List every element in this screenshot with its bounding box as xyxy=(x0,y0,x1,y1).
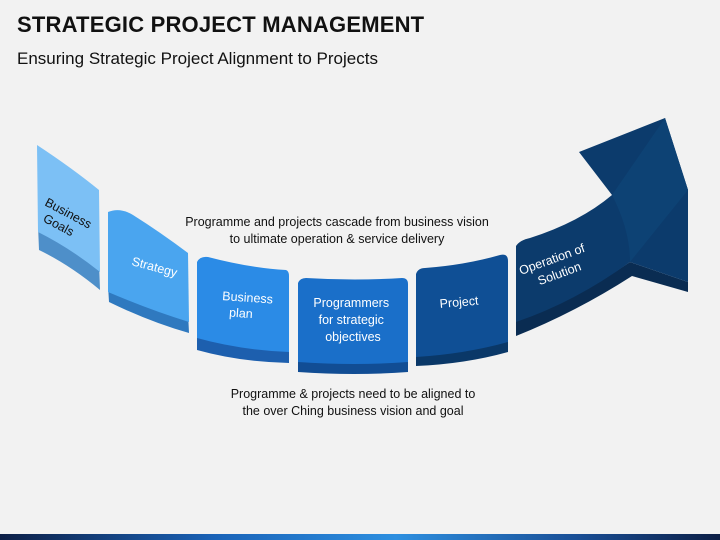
step-programmers: Programmers for strategic objectives xyxy=(298,278,408,374)
step-programmers-line-3: objectives xyxy=(325,330,381,344)
step-programmers-line-1: Programmers xyxy=(313,296,389,310)
footer-gradient-bar xyxy=(0,534,720,540)
step-project-label: Project xyxy=(439,294,480,311)
step-project-face xyxy=(416,254,508,357)
step-business-plan-line-2: plan xyxy=(229,306,254,322)
step-programmers-label: Programmers for strategic objectives xyxy=(313,296,392,344)
step-business-goals: Business Goals xyxy=(37,145,100,290)
step-business-goals-shadow xyxy=(38,225,100,290)
step-programmers-line-2: for strategic xyxy=(319,313,384,327)
step-strategy: Strategy xyxy=(108,210,189,333)
page-subtitle: Ensuring Strategic Project Alignment to … xyxy=(17,49,378,68)
step-business-plan-face xyxy=(197,256,289,352)
step-strategy-face xyxy=(108,210,189,322)
step-operation-shadow xyxy=(516,262,688,336)
step-business-goals-face xyxy=(37,145,100,272)
step-operation-arrow: Operation of Solution xyxy=(516,118,688,336)
step-business-plan: Business plan xyxy=(197,256,289,363)
step-project-line-1: Project xyxy=(439,294,480,311)
step-business-plan-label: Business plan xyxy=(221,289,277,323)
note-alignment: Programme & projects need to be aligned … xyxy=(230,387,476,418)
note-cascade: Programme and projects cascade from busi… xyxy=(185,215,489,246)
step-project: Project xyxy=(416,254,508,366)
step-business-plan-line-1: Business xyxy=(222,289,274,307)
step-programmers-face xyxy=(298,278,408,364)
step-operation-fold xyxy=(612,118,688,262)
page-title: STRATEGIC PROJECT MANAGEMENT xyxy=(17,12,425,37)
